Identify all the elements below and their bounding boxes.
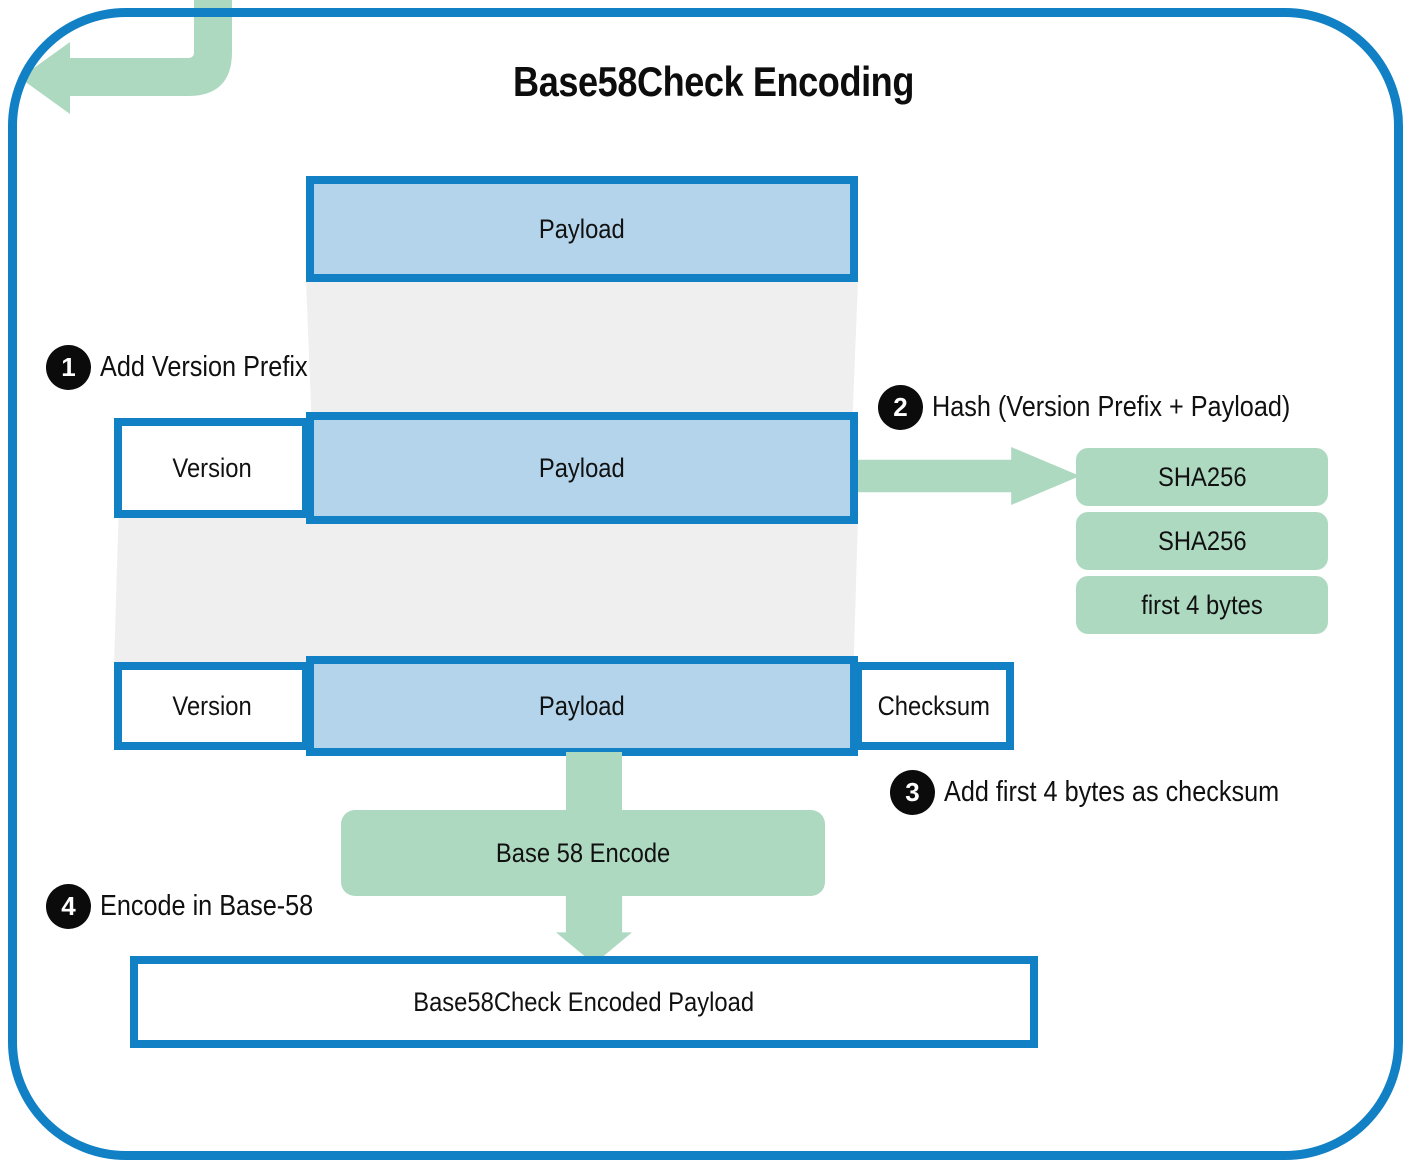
step-number-badge: 2 (878, 385, 923, 430)
step-marker-4: 4 Encode in Base-58 (46, 884, 345, 929)
encode-connector-stem (566, 752, 622, 814)
funnel-connector-bottom (114, 518, 858, 666)
version-label: Version (172, 452, 252, 483)
hash-box-sha256-second: SHA256 (1076, 512, 1328, 570)
outer-frame (8, 8, 1403, 1160)
step-label: Add Version Prefix (100, 351, 308, 383)
version-box-row2: Version (114, 418, 310, 518)
funnel-connector-top (306, 280, 858, 420)
step-number-badge: 1 (46, 345, 91, 390)
result-box-base58check-encoded-payload: Base58Check Encoded Payload (130, 956, 1038, 1048)
step-label: Hash (Version Prefix + Payload) (932, 391, 1291, 423)
step-marker-1: 1 Add Version Prefix (46, 345, 339, 390)
step-label: Add first 4 bytes as checksum (944, 776, 1280, 808)
payload-box-row1: Payload (306, 176, 858, 282)
version-label: Version (172, 690, 252, 721)
payload-label: Payload (539, 213, 625, 244)
step-marker-2: 2 Hash (Version Prefix + Payload) (878, 385, 1344, 430)
payload-box-row3: Payload (306, 656, 858, 756)
hash-box-label: SHA256 (1157, 525, 1247, 556)
step-marker-3: 3 Add first 4 bytes as checksum (890, 770, 1329, 815)
base58-encode-box: Base 58 Encode (341, 810, 825, 896)
diagram-title: Base58Check Encoding (513, 58, 914, 105)
step-label: Encode in Base-58 (100, 890, 314, 922)
hash-box-label: SHA256 (1157, 461, 1247, 492)
base58-encode-label: Base 58 Encode (495, 837, 671, 868)
payload-label: Payload (539, 452, 625, 483)
checksum-label: Checksum (877, 690, 991, 721)
payload-label: Payload (539, 690, 625, 721)
step-number-badge: 4 (46, 884, 91, 929)
hash-box-first-4-bytes: first 4 bytes (1076, 576, 1328, 634)
hash-box-label: first 4 bytes (1141, 589, 1263, 620)
result-label: Base58Check Encoded Payload (413, 986, 755, 1017)
checksum-box-row3: Checksum (854, 662, 1014, 750)
payload-box-row2: Payload (306, 412, 858, 524)
version-box-row3: Version (114, 662, 310, 750)
hash-box-sha256-first: SHA256 (1076, 448, 1328, 506)
step-number-badge: 3 (890, 770, 935, 815)
